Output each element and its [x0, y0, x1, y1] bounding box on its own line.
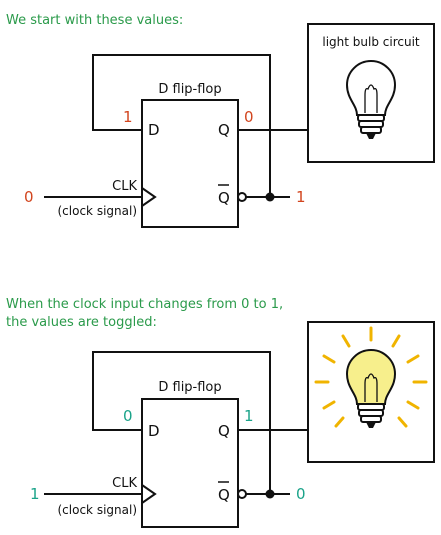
top-pin-d: D	[148, 121, 160, 139]
top-clk-value: 0	[24, 188, 34, 206]
top-pin-q: Q	[218, 121, 230, 139]
bottom-q-value: 1	[244, 407, 254, 425]
top-bulb-label: light bulb circuit	[322, 35, 420, 49]
top-d-value: 1	[123, 108, 133, 126]
bottom-bulb-on-icon	[314, 326, 428, 428]
bottom-clk-sub-label: (clock signal)	[58, 503, 138, 517]
bottom-junction-dot	[265, 489, 275, 499]
top-junction-dot	[265, 192, 275, 202]
bottom-pin-qbar: Q	[218, 486, 230, 504]
bottom-feedback-wire	[92, 351, 271, 494]
bottom-d-value: 0	[123, 407, 133, 425]
bottom-clk-label: CLK	[112, 476, 137, 491]
bottom-qbar-value: 0	[296, 485, 306, 503]
top-flipflop-box	[141, 99, 239, 228]
bottom-caption-line2: the values are toggled:	[6, 315, 157, 330]
bottom-flipflop-box	[141, 398, 239, 528]
top-clk-sub-label: (clock signal)	[58, 204, 138, 218]
top-caption: We start with these values:	[6, 13, 183, 28]
bottom-pin-d: D	[148, 422, 160, 440]
top-qbar-value: 1	[296, 188, 306, 206]
bottom-flipflop-title: D flip-flop	[158, 380, 221, 395]
top-pin-qbar: Q	[218, 189, 230, 207]
top-feedback-wire	[92, 54, 271, 197]
top-clk-label: CLK	[112, 179, 137, 194]
bottom-clk-value: 1	[30, 485, 40, 503]
bottom-clock-triangle	[141, 484, 157, 504]
top-flipflop-title: D flip-flop	[158, 82, 221, 97]
top-inverter-bubble	[237, 192, 247, 202]
top-clock-triangle	[141, 187, 157, 207]
bottom-caption-line1: When the clock input changes from 0 to 1…	[6, 297, 283, 312]
top-bulb-off-icon	[345, 60, 397, 139]
top-q-value: 0	[244, 108, 254, 126]
bottom-pin-q: Q	[218, 422, 230, 440]
bottom-inverter-bubble	[237, 489, 247, 499]
